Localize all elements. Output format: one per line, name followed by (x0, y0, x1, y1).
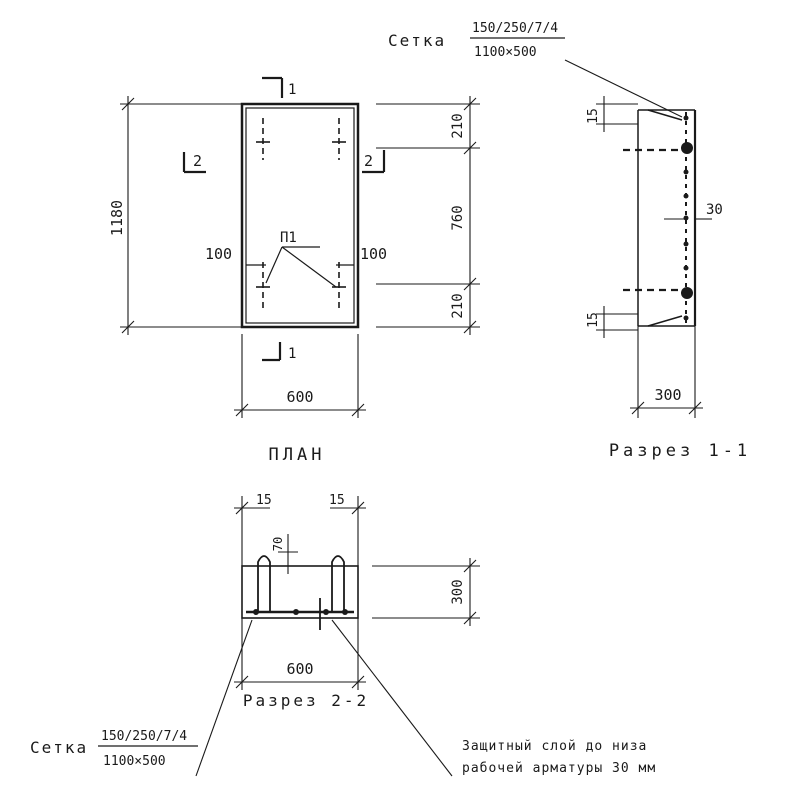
section-2-2-loops (257, 555, 345, 630)
plan-dim-width: 600 (286, 388, 313, 406)
plan-section-1-label-top: 1 (288, 82, 296, 98)
section-2-2-title: Разрез 2-2 (243, 691, 369, 710)
section-1-1-view: Сетка 150/250/7/4 1100×500 (388, 21, 751, 461)
section-1-1-dim-thickness: 300 (654, 386, 681, 404)
plan-dim-bottom: 210 (450, 293, 466, 318)
section-1-1-dim-cover-lines (596, 96, 638, 338)
section-2-2-dim-cover-lines (234, 496, 366, 566)
plan-slab-inner-outline (245, 107, 355, 324)
plan-section-mark-2-left (182, 152, 206, 174)
section-2-2-dim-loop-height: 70 (271, 537, 285, 551)
section-1-1-dim-rebar-cover: 30 (706, 202, 723, 218)
section-2-2-dim-thickness-lines (372, 558, 480, 626)
section-1-1-mesh-label: Сетка (388, 31, 446, 50)
plan-loop-leader (246, 246, 354, 288)
section-2-2-dim-width: 600 (286, 660, 313, 678)
section-2-2-view: 15 15 70 300 (30, 493, 656, 777)
section-2-2-dim-right-cover: 15 (329, 493, 345, 508)
plan-dim-width-lines (234, 334, 366, 418)
section-1-1-mesh-leader (564, 59, 683, 118)
plan-section-2-label-left: 2 (193, 152, 202, 170)
section-2-2-dim-left-cover: 15 (256, 493, 272, 508)
section-1-1-mesh-spec-top: 150/250/7/4 (472, 21, 558, 36)
section-2-2-dim-loop-lines (278, 534, 298, 574)
section-2-2-mesh-label: Сетка (30, 738, 88, 757)
section-2-2-note-leader (331, 619, 453, 777)
plan-section-mark-1-top (262, 76, 284, 98)
section-1-1-dim-thickness-lines (630, 326, 703, 418)
plan-dim-chain-lines (376, 96, 480, 335)
plan-title: ПЛАН (269, 445, 326, 465)
section-2-2-slab-outline (241, 565, 359, 619)
plan-dim-offset-left: 100 (205, 245, 232, 263)
section-1-1-dim-top-cover: 15 (586, 108, 601, 124)
plan-loop-label: П1 (280, 230, 297, 246)
plan-slab-outline (240, 102, 360, 329)
plan-section-mark-2-right (362, 150, 386, 174)
section-2-2-note-line-2: рабочей арматуры 30 мм (462, 761, 656, 776)
plan-dim-top: 210 (450, 113, 466, 138)
section-1-1-rebar-dots (681, 115, 693, 321)
section-2-2-dim-thickness: 300 (450, 579, 466, 604)
section-2-2-mesh-leader (195, 619, 253, 777)
plan-dim-middle: 760 (450, 205, 466, 230)
section-2-2-mesh-spec-top: 150/250/7/4 (101, 729, 187, 744)
plan-dim-total-height: 1180 (108, 200, 126, 236)
section-1-1-mesh-spec-bottom: 1100×500 (474, 45, 537, 60)
section-1-1-title: Разрез 1-1 (609, 441, 751, 461)
plan-section-2-label-right: 2 (364, 152, 373, 170)
section-2-2-note-line-1: Защитный слой до низа (462, 739, 647, 754)
section-2-2-mesh-spec-bottom: 1100×500 (103, 754, 166, 769)
section-1-1-dim-bottom-cover: 15 (586, 312, 601, 328)
plan-section-1-label-bottom: 1 (288, 346, 296, 362)
section-2-2-dim-width-lines (234, 618, 366, 690)
section-1-1-loops (623, 148, 682, 292)
plan-rebar-marks (256, 118, 346, 310)
plan-dim-offset-right: 100 (360, 245, 387, 263)
plan-view: П1 100 100 1 1 2 2 (108, 76, 480, 465)
plan-section-mark-1-bottom (262, 342, 282, 362)
plan-dim-height-lines (120, 96, 242, 335)
